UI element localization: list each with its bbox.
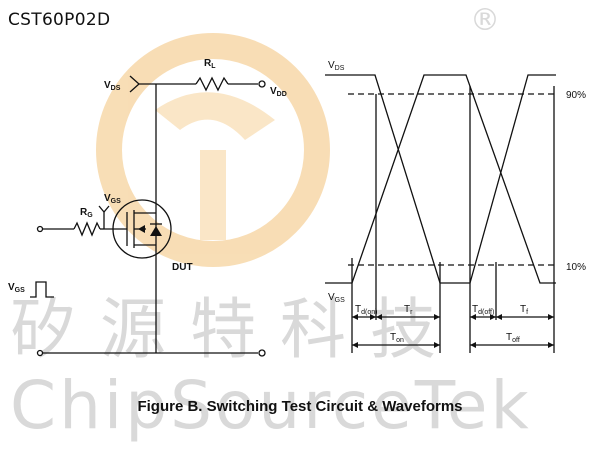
- vgs-waveform: [325, 74, 556, 284]
- watermark-chinese: 矽源特科技: [10, 291, 460, 368]
- label-tf: Tf: [520, 304, 528, 316]
- label-td-off: Td(off): [472, 304, 494, 316]
- label-dut: DUT: [172, 262, 193, 273]
- figure-caption: Figure B. Switching Test Circuit & Wavef…: [137, 398, 463, 415]
- test-circuit: [30, 75, 266, 357]
- rl-resistor: [195, 76, 229, 92]
- vds-waveform: [325, 74, 556, 284]
- label-toff: Toff: [506, 332, 520, 344]
- label-vds-wave: VDS: [328, 60, 345, 72]
- label-tr: Tr: [404, 304, 413, 316]
- label-rg: RG: [80, 207, 93, 219]
- label-vgs-pulse: VGS: [8, 282, 25, 294]
- rg-resistor: [73, 221, 101, 237]
- label-vds-circuit: VDS: [104, 80, 121, 92]
- waveforms: [325, 74, 556, 353]
- vdd-terminal: [258, 80, 266, 88]
- vgs-pulse: [30, 281, 54, 298]
- label-td-on: Td(on): [355, 304, 377, 316]
- watermark-logo: [96, 33, 330, 267]
- label-vgs-circuit: VGS: [104, 193, 121, 205]
- dimension-arrowheads: [352, 314, 554, 348]
- watermark-english: ChipSourceTek: [10, 367, 532, 444]
- label-10pct: 10%: [566, 262, 586, 273]
- body-diode: [150, 226, 162, 236]
- label-ton: Ton: [390, 332, 404, 344]
- label-vdd: VDD: [270, 86, 287, 98]
- label-rl: RL: [204, 58, 216, 70]
- label-90pct: 90%: [566, 90, 586, 101]
- part-number: CST60P02D: [8, 10, 111, 30]
- watermark-registered: ®: [470, 3, 500, 38]
- label-vgs-wave: VGS: [328, 292, 345, 304]
